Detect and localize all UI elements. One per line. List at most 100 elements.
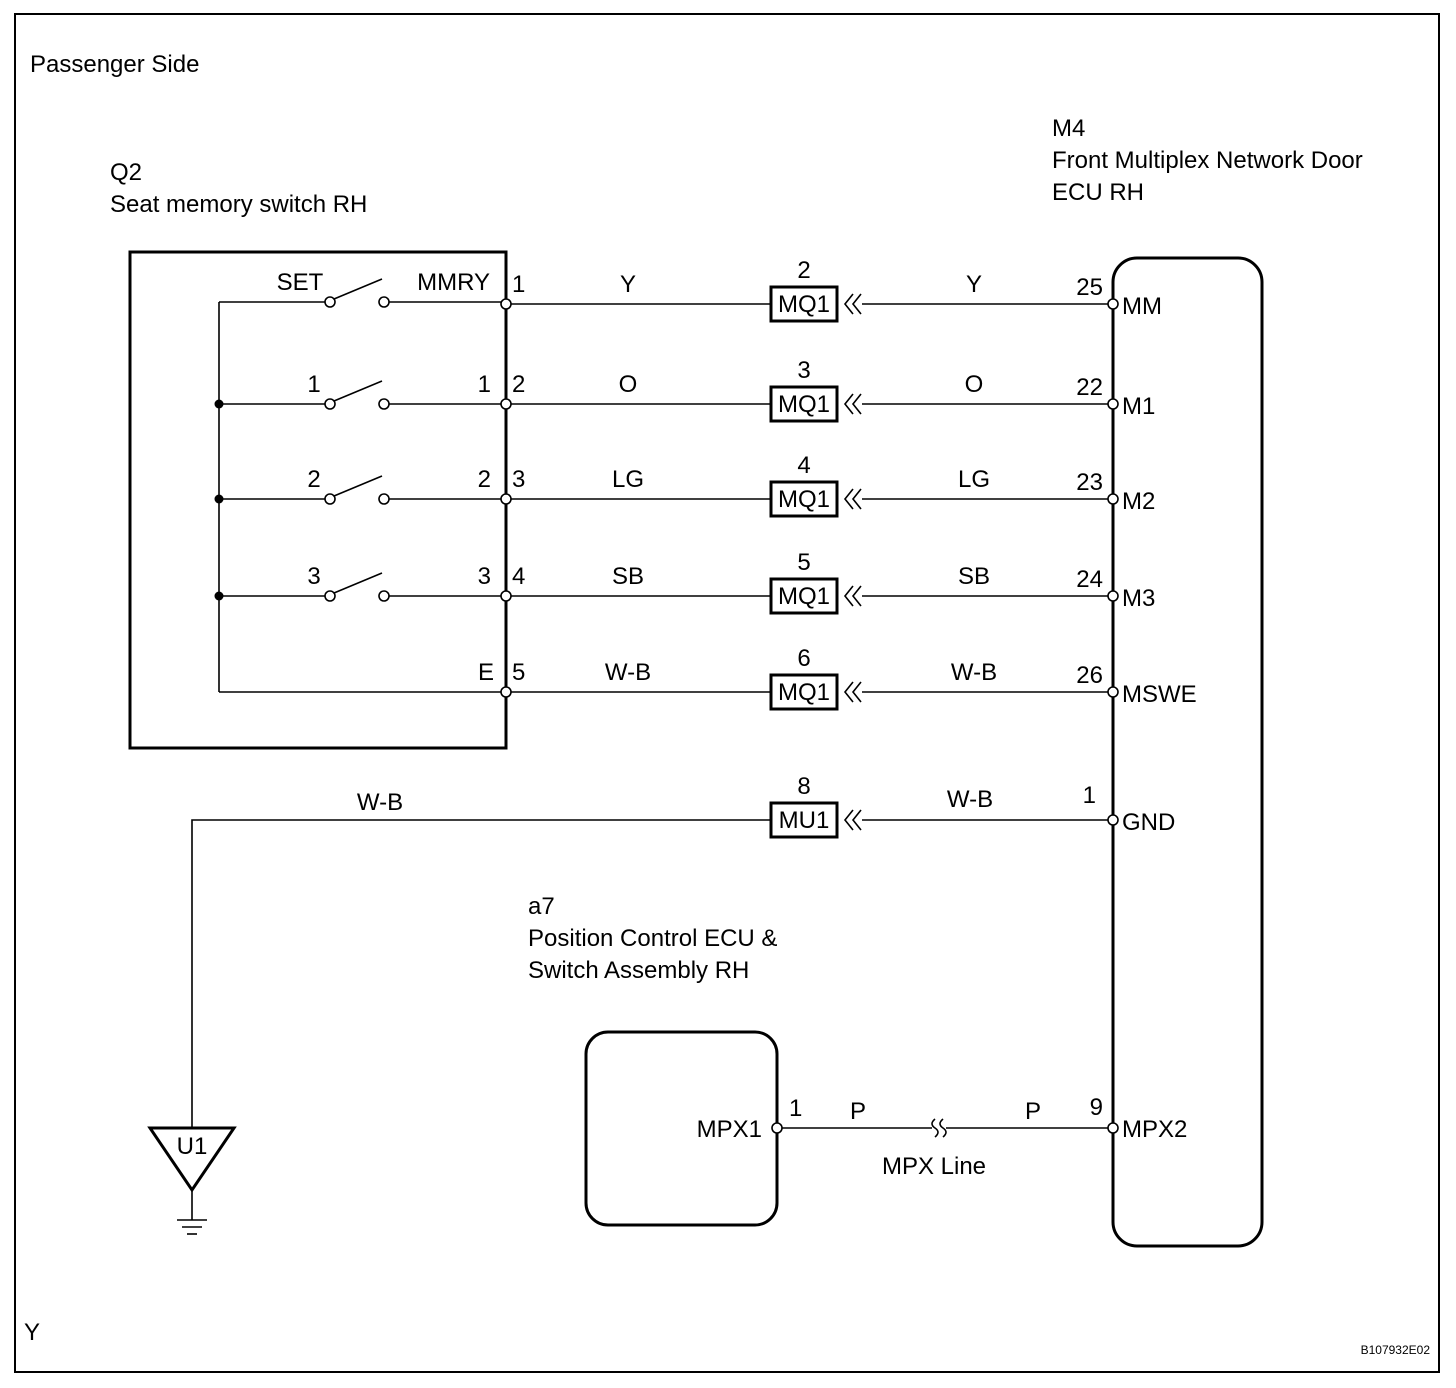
chevron-mark (851, 681, 862, 703)
connector-pin: 8 (797, 773, 810, 800)
switch-name: SET (277, 269, 324, 296)
q2-pin-number: 2 (512, 371, 525, 398)
chevron-mark (851, 585, 862, 607)
q2-box (128, 250, 508, 750)
figure-code: B107932E02 (1361, 1343, 1431, 1357)
wire-color-label: W-B (951, 659, 997, 686)
connector-pin: 4 (797, 452, 810, 479)
switch-name: 1 (307, 371, 320, 398)
connector-pin: 2 (797, 257, 810, 284)
ground-point-triangle (147, 1126, 237, 1193)
ground-point-label: U1 (177, 1133, 208, 1160)
corner-mark: Y (24, 1319, 40, 1346)
connector-label: MQ1 (778, 391, 830, 418)
a7-name-line1: Position Control ECU & (528, 925, 777, 952)
wire-color-label: O (619, 371, 638, 398)
connector-box (769, 673, 839, 711)
ecu-terminal-label: MSWE (1122, 681, 1197, 708)
ecu-terminal (1107, 398, 1119, 410)
a7-terminal (771, 1122, 783, 1134)
switch-contact (378, 296, 390, 308)
ecu-terminal (1107, 590, 1119, 602)
mpx-line-label: MPX Line (882, 1153, 986, 1180)
q2-pin-number: 5 (512, 659, 525, 686)
q2-pin-number: 3 (512, 466, 525, 493)
q2-terminal (500, 298, 512, 310)
switch-name: 2 (307, 466, 320, 493)
connector-pin: 6 (797, 645, 810, 672)
a7-name-line2: Switch Assembly RH (528, 957, 749, 984)
connector-label: MQ1 (778, 486, 830, 513)
ecu-terminal (1107, 298, 1119, 310)
chevron-mark (843, 681, 854, 703)
ecu-terminal-label: MM (1122, 293, 1162, 320)
q2-terminal (500, 590, 512, 602)
switch-contact (378, 493, 390, 505)
ecu-terminal-label: M2 (1122, 488, 1155, 515)
switch-contact (324, 493, 336, 505)
chevron-mark (843, 393, 854, 415)
connector-box (769, 480, 839, 518)
wire-color-label: SB (612, 563, 644, 590)
switch-terminal-label: 2 (478, 466, 491, 493)
switch-contact (324, 296, 336, 308)
m4-name-line1: Front Multiplex Network Door (1052, 147, 1363, 174)
switch-terminal-label: 3 (478, 563, 491, 590)
q2-terminal (500, 686, 512, 698)
a7-pin-number: 1 (789, 1095, 802, 1122)
q2-code: Q2 (110, 159, 142, 186)
chevron-mark (851, 488, 862, 510)
wire-color-label: Y (620, 271, 636, 298)
switch-terminal-label: MMRY (417, 269, 490, 296)
wire-color-label: SB (958, 563, 990, 590)
q2-terminal (500, 398, 512, 410)
chevron-mark (843, 809, 854, 831)
section-label: Passenger Side (30, 51, 199, 78)
junction-dot (214, 591, 224, 601)
wire-color-label: Y (966, 271, 982, 298)
wire-break-mark (939, 1118, 947, 1138)
m4-name-line2: ECU RH (1052, 179, 1144, 206)
connector-label: MU1 (779, 807, 830, 834)
chevron-mark (851, 809, 862, 831)
connector-box (769, 577, 839, 615)
switch-contact (378, 398, 390, 410)
ecu-pin-number: 26 (1076, 662, 1103, 689)
ecu-pin-number: 22 (1076, 374, 1103, 401)
ground-terminal-label: E (478, 659, 494, 686)
connector-label: MQ1 (778, 679, 830, 706)
connector-label: MQ1 (778, 583, 830, 610)
switch-blade (333, 475, 383, 497)
switch-blade (333, 572, 383, 594)
ecu-terminal-label: M1 (1122, 393, 1155, 420)
chevron-mark (843, 293, 854, 315)
ecu-terminal (1107, 1122, 1119, 1134)
m4-code: M4 (1052, 115, 1085, 142)
chevron-mark (843, 488, 854, 510)
ecu-pin-number: 25 (1076, 274, 1103, 301)
switch-contact (324, 590, 336, 602)
switch-name: 3 (307, 563, 320, 590)
ground-wire (191, 819, 771, 1128)
junction-dot (214, 494, 224, 504)
wire-color-label: LG (612, 466, 644, 493)
wire-color-label: W-B (605, 659, 651, 686)
switch-contact (378, 590, 390, 602)
q2-terminal (500, 493, 512, 505)
connector-box (769, 801, 839, 839)
ecu-pin-number: 9 (1090, 1094, 1103, 1121)
ecu-pin-number: 23 (1076, 469, 1103, 496)
wire-color-label: O (965, 371, 984, 398)
ecu-terminal (1107, 686, 1119, 698)
switch-terminal-label: 1 (478, 371, 491, 398)
wire-color-label: LG (958, 466, 990, 493)
switch-contact (324, 398, 336, 410)
wire-color-label: W-B (947, 786, 993, 813)
connector-label: MQ1 (778, 291, 830, 318)
junction-dot (214, 399, 224, 409)
q2-pin-number: 1 (512, 271, 525, 298)
chevron-mark (851, 393, 862, 415)
wire-color-label: P (850, 1098, 866, 1125)
